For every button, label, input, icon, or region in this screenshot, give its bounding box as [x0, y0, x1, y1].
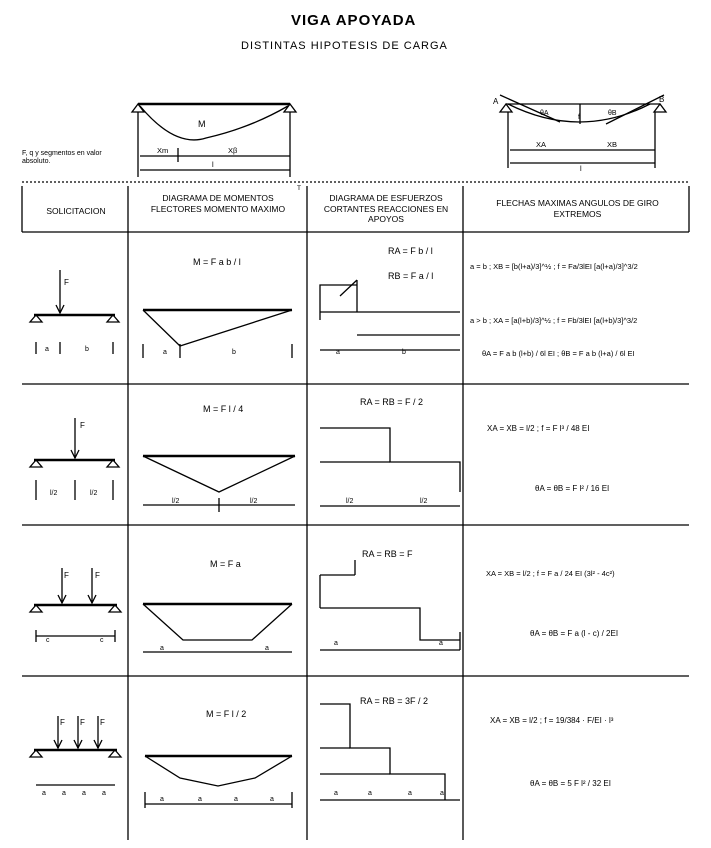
row-1-dim-b: b — [85, 346, 89, 353]
row-4-moment-dim-3: a — [234, 796, 238, 803]
row-4-load — [28, 716, 123, 786]
row-2-load — [28, 418, 121, 500]
row-3-moment-dim-a2: a — [265, 645, 269, 652]
row-1-load-label: F — [64, 278, 69, 287]
row-4-moment-dim-2: a — [198, 796, 202, 803]
theta-b-label: θB — [608, 110, 617, 117]
row-2-moment — [142, 454, 296, 512]
row-1-moment — [142, 308, 293, 358]
row-4-shear-dim-4: a — [440, 790, 444, 797]
row-1-flecha-2: a > b ; XA = [a(l+b)/3]^½ ; f = Fb/3lEI … — [470, 316, 638, 325]
row-1-reaction-b: RB = F a / l — [388, 271, 434, 281]
row-2-flecha-2: θA = θB = F l² / 16 EI — [535, 484, 610, 493]
row-3-flecha-2: θA = θB = F a (l - c) / 2EI — [530, 629, 619, 638]
row-2-moment-dim-1: l/2 — [172, 498, 180, 505]
row-2-shear-dim-1: l/2 — [346, 498, 354, 505]
xm-label: Xm — [157, 146, 168, 155]
row-4-load-label-3: F — [100, 718, 105, 727]
header-note: F, q y segmentos en valor absoluto. — [22, 150, 102, 166]
xa-label: XA — [536, 140, 546, 149]
row-1-dim-a: a — [45, 346, 49, 353]
theta-a-label: θA — [540, 110, 549, 117]
row-3-load-label-2: F — [95, 571, 100, 580]
span-label: l — [212, 160, 214, 169]
row-3-load-label-1: F — [64, 571, 69, 580]
row-3-moment-dim-a1: a — [160, 645, 164, 652]
row-4-moment-formula: M = F l / 2 — [206, 709, 247, 719]
row-3-shear-dim-a2: a — [439, 640, 443, 647]
deflection-label: f — [578, 114, 580, 121]
row-2-moment-dim-2: l/2 — [250, 498, 258, 505]
row-2-flecha-1: XA = XB = l/2 ; f = F l³ / 48 EI — [487, 424, 590, 433]
header-momentos: DIAGRAMA DE MOMENTOS FLECTORES MOMENTO M… — [150, 193, 286, 214]
header-flechas: FLECHAS MAXIMAS ANGULOS DE GIRO EXTREMOS — [496, 198, 659, 219]
row-2-load-label: F — [80, 421, 85, 430]
xb-right-label: XB — [607, 140, 617, 149]
row-4-shear-dim-1: a — [334, 790, 338, 797]
page-subtitle: DISTINTAS HIPOTESIS DE CARGA — [241, 40, 448, 52]
table-grid — [21, 181, 690, 840]
row-3-dim-c1: c — [46, 637, 50, 644]
t-mark: T — [297, 185, 301, 192]
row-4-shear — [320, 703, 460, 801]
row-4-dim-2: a — [62, 790, 66, 797]
row-3-moment-formula: M = F a — [210, 559, 241, 569]
top-left-beam — [130, 102, 298, 177]
row-4-moment — [144, 754, 293, 808]
row-2-dim-1: l/2 — [50, 490, 58, 497]
row-4-load-label-1: F — [60, 718, 65, 727]
row-4-flecha-1: XA = XB = l/2 ; f = 19/384 · F/EI · l³ — [490, 716, 614, 725]
header-esfuerzos: DIAGRAMA DE ESFUERZOS CORTANTES REACCION… — [323, 193, 449, 225]
row-1-moment-dim-b: b — [232, 349, 236, 356]
row-3-load — [28, 568, 123, 642]
moment-label: M — [198, 119, 206, 129]
row-4-dim-1: a — [42, 790, 46, 797]
support-b-label: B — [659, 95, 664, 104]
row-1-reaction-a: RA = F b / l — [388, 246, 433, 256]
row-4-moment-dim-1: a — [160, 796, 164, 803]
row-3-shear-dim-a1: a — [334, 640, 338, 647]
row-1-shear-dim-a: a — [336, 349, 340, 356]
row-1-flecha-1: a = b ; XB = [b(l+a)/3]^½ ; f = Fa/3lEI … — [470, 262, 638, 271]
row-4-moment-dim-4: a — [270, 796, 274, 803]
row-1-flecha-3: θA = F a b (l+b) / 6l EI ; θB = F a b (l… — [482, 349, 635, 358]
support-a-label: A — [493, 97, 499, 106]
row-3-reaction: RA = RB = F — [362, 549, 413, 559]
row-2-shear — [320, 427, 461, 507]
xb-label: Xβ — [228, 146, 238, 155]
row-1-load — [28, 270, 121, 354]
row-1-moment-dim-a: a — [163, 349, 167, 356]
row-2-shear-dim-2: l/2 — [420, 498, 428, 505]
row-4-dim-4: a — [102, 790, 106, 797]
top-right-beam — [498, 94, 668, 168]
row-1-shear — [319, 279, 460, 351]
row-4-reaction: RA = RB = 3F / 2 — [360, 696, 429, 706]
row-3-shear — [319, 560, 461, 651]
row-4-dim-3: a — [82, 790, 86, 797]
header-solicitacion: SOLICITACION — [46, 206, 106, 216]
row-4-load-label-2: F — [80, 718, 85, 727]
page-title: VIGA APOYADA — [291, 12, 417, 29]
row-4-shear-dim-3: a — [408, 790, 412, 797]
row-3-dim-c2: c — [100, 637, 104, 644]
row-4-shear-dim-2: a — [368, 790, 372, 797]
span-right-label: l — [580, 164, 582, 173]
row-3-moment — [142, 602, 293, 653]
row-2-reaction: RA = RB = F / 2 — [360, 397, 424, 407]
row-1-shear-dim-b: b — [402, 349, 406, 356]
row-2-dim-2: l/2 — [90, 490, 98, 497]
row-3-flecha-1: XA = XB = l/2 ; f = F a / 24 EI (3l² - 4… — [486, 569, 615, 578]
row-4-flecha-2: θA = θB = 5 F l² / 32 EI — [530, 779, 611, 788]
row-1-moment-formula: M = F a b / l — [193, 257, 241, 267]
row-2-moment-formula: M = F l / 4 — [203, 404, 244, 414]
